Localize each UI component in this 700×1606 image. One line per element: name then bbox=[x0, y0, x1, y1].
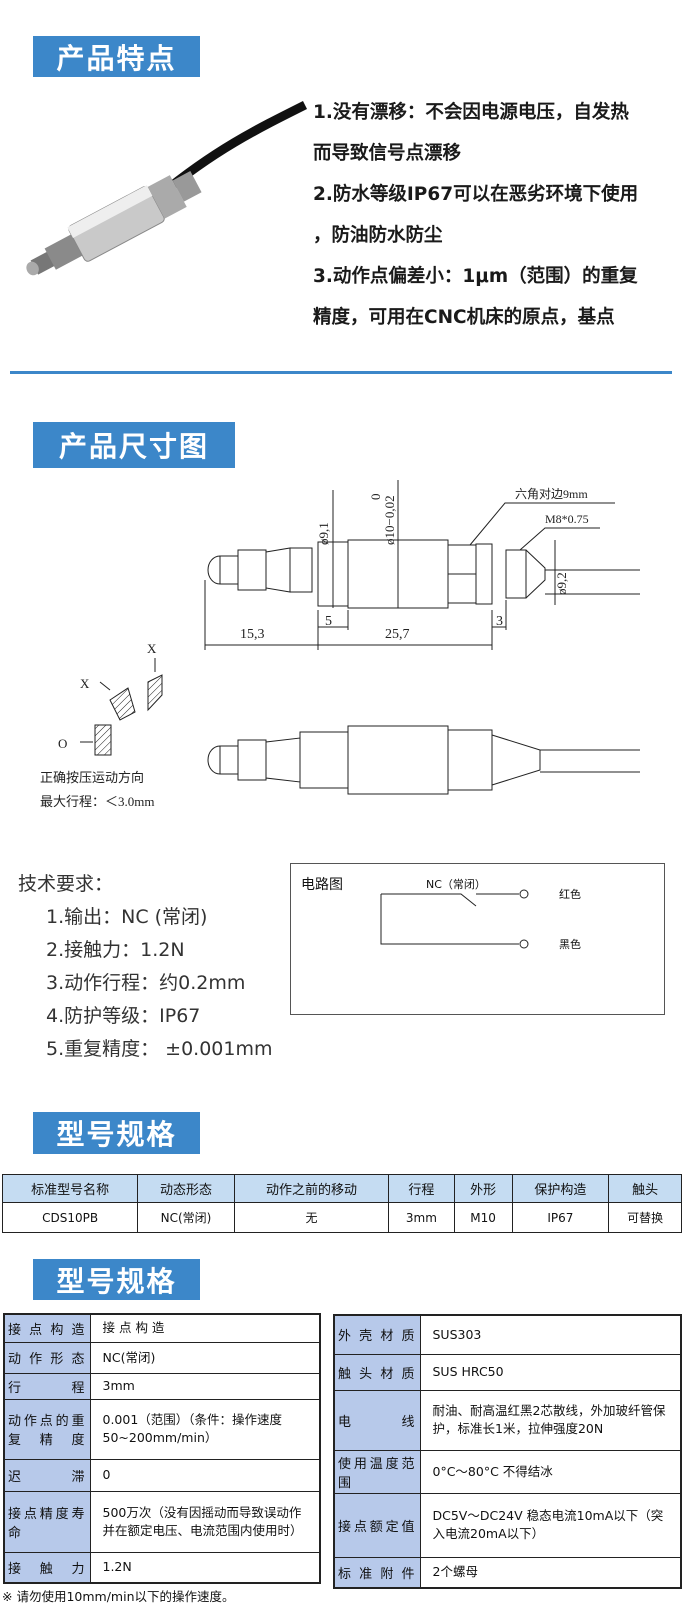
feature-line: 精度，可用在CNC机床的原点，基点 bbox=[313, 307, 615, 328]
thread-label: M8*0.75 bbox=[545, 512, 589, 526]
section-header-features: 产品特点 bbox=[33, 36, 200, 77]
tech-title: 技术要求： bbox=[18, 873, 114, 895]
spec-label: 迟滞 bbox=[3, 1458, 91, 1492]
cell: IP67 bbox=[511, 1202, 610, 1233]
dim-d9-1: ø9,1 bbox=[316, 522, 331, 545]
dim-3: 3 bbox=[496, 614, 503, 629]
cell: 无 bbox=[233, 1202, 390, 1233]
col-header: 动作之前的移动 bbox=[233, 1174, 390, 1203]
spec-value: 0.001（范围）（条件：操作速度50~200mm/min） bbox=[89, 1398, 321, 1460]
tech-item: 2.接触力：1.2N bbox=[46, 939, 185, 961]
spec-value: SUS HRC50 bbox=[419, 1353, 682, 1391]
tech-item: 5.重复精度： ±0.001mm bbox=[46, 1038, 273, 1060]
direction-caption: 正确按压运动方向 bbox=[40, 770, 144, 785]
spec-label: 接点额定值 bbox=[333, 1492, 421, 1558]
spec-label: 使用温度范围 bbox=[333, 1449, 421, 1494]
hex-label: 六角对边9mm bbox=[515, 487, 588, 501]
section-header-model: 型号规格 bbox=[33, 1112, 200, 1154]
feature-line: 而导致信号点漂移 bbox=[313, 143, 462, 164]
feature-line: 2.防水等级IP67可以在恶劣环境下使用 bbox=[313, 184, 639, 205]
product-photo bbox=[26, 100, 308, 276]
dim-25-7: 25,7 bbox=[385, 627, 410, 642]
spec-label: 接点精度寿命 bbox=[3, 1490, 91, 1553]
col-header: 触头 bbox=[608, 1174, 682, 1203]
max-stroke: 最大行程：＜3.0mm bbox=[40, 794, 154, 809]
section-header-dimensions: 产品尺寸图 bbox=[33, 422, 235, 468]
divider bbox=[10, 371, 672, 374]
spec-value: 500万次（没有因摇动而导致误动作并在额定电压、电流范围内使用时） bbox=[89, 1490, 321, 1553]
spec-value: 1.2N bbox=[89, 1551, 321, 1584]
tech-item: 1.输出：NC (常闭) bbox=[46, 906, 208, 928]
spec-value: 2个螺母 bbox=[419, 1556, 682, 1589]
spec-value: DC5V～DC24V 稳态电流10mA以下（突入电流20mA以下） bbox=[419, 1492, 682, 1558]
section-header-model-2: 型号规格 bbox=[33, 1259, 200, 1300]
spec-value: 0°C～80°C 不得结冰 bbox=[419, 1449, 682, 1494]
col-header: 保护构造 bbox=[511, 1174, 610, 1203]
spec-value: SUS303 bbox=[419, 1314, 682, 1355]
cell: NC(常闭) bbox=[137, 1202, 235, 1233]
spec-label: 外壳材质 bbox=[333, 1314, 421, 1355]
cell: 3mm bbox=[388, 1202, 455, 1233]
cell: CDS10PB bbox=[1, 1202, 139, 1233]
dimension-drawing: 15,3 5 25,7 3 六角对边9mm M8*0.75 ø9,1 ø10−0… bbox=[40, 480, 640, 809]
col-header: 动态形态 bbox=[137, 1174, 235, 1203]
features-list: 1.没有漂移：不会因电源电压，自发热 而导致信号点漂移 2.防水等级IP67可以… bbox=[313, 92, 688, 338]
spec-value: 接 点 构 造 bbox=[89, 1313, 321, 1343]
circuit-diagram: 电路图 NC（常闭） 红色 黑色 bbox=[290, 863, 665, 1015]
spec-value: NC(常闭) bbox=[89, 1341, 321, 1374]
cell: 可替换 bbox=[608, 1202, 682, 1233]
dir-x-angled: X bbox=[80, 676, 90, 691]
spec-label: 接点构造 bbox=[3, 1313, 91, 1343]
spec-label: 行程 bbox=[3, 1372, 91, 1400]
dim-d9-2: ø9,2 bbox=[554, 572, 569, 595]
feature-line: ，防油防水防尘 bbox=[313, 225, 443, 246]
tech-item: 4.防护等级：IP67 bbox=[46, 1005, 201, 1027]
tech-item: 3.动作行程：约0.2mm bbox=[46, 972, 246, 994]
spec-label: 标准附件 bbox=[333, 1556, 421, 1589]
dim-d10-tol: 0 bbox=[368, 494, 383, 501]
dir-o: O bbox=[58, 736, 67, 751]
spec-label: 触头材质 bbox=[333, 1353, 421, 1391]
spec-label: 电线 bbox=[333, 1389, 421, 1451]
cell: M10 bbox=[453, 1202, 513, 1233]
col-header: 标准型号名称 bbox=[1, 1174, 139, 1203]
tech-requirements: 技术要求： 1.输出：NC (常闭) 2.接触力：1.2N 3.动作行程：约0.… bbox=[18, 868, 273, 1066]
usage-note: ※ 请勿使用10mm/min以下的操作速度。 bbox=[2, 1589, 235, 1604]
dim-15-3: 15,3 bbox=[240, 627, 265, 642]
spec-value: 0 bbox=[89, 1458, 321, 1492]
spec-label: 接触力 bbox=[3, 1551, 91, 1584]
feature-line: 3.动作点偏差小：1μm（范围）的重复 bbox=[313, 266, 638, 287]
switch-label: NC（常闭） bbox=[426, 878, 486, 891]
spec-value: 耐油、耐高温红黑2芯散线，外加玻纤管保护，标准长1米，拉伸强度20N bbox=[419, 1389, 682, 1451]
spec-label: 动作点的重复精度 bbox=[3, 1398, 91, 1460]
dir-x-top: X bbox=[147, 641, 157, 656]
spec-label: 动作形态 bbox=[3, 1341, 91, 1374]
col-header: 外形 bbox=[453, 1174, 513, 1203]
col-header: 行程 bbox=[388, 1174, 455, 1203]
feature-line: 1.没有漂移：不会因电源电压，自发热 bbox=[313, 102, 629, 123]
circuit-title: 电路图 bbox=[301, 877, 343, 893]
red-wire-label: 红色 bbox=[559, 888, 581, 901]
dim-5: 5 bbox=[325, 614, 332, 629]
dim-d10: ø10−0,02 bbox=[382, 495, 397, 545]
black-wire-label: 黑色 bbox=[559, 938, 581, 951]
spec-value: 3mm bbox=[89, 1372, 321, 1400]
